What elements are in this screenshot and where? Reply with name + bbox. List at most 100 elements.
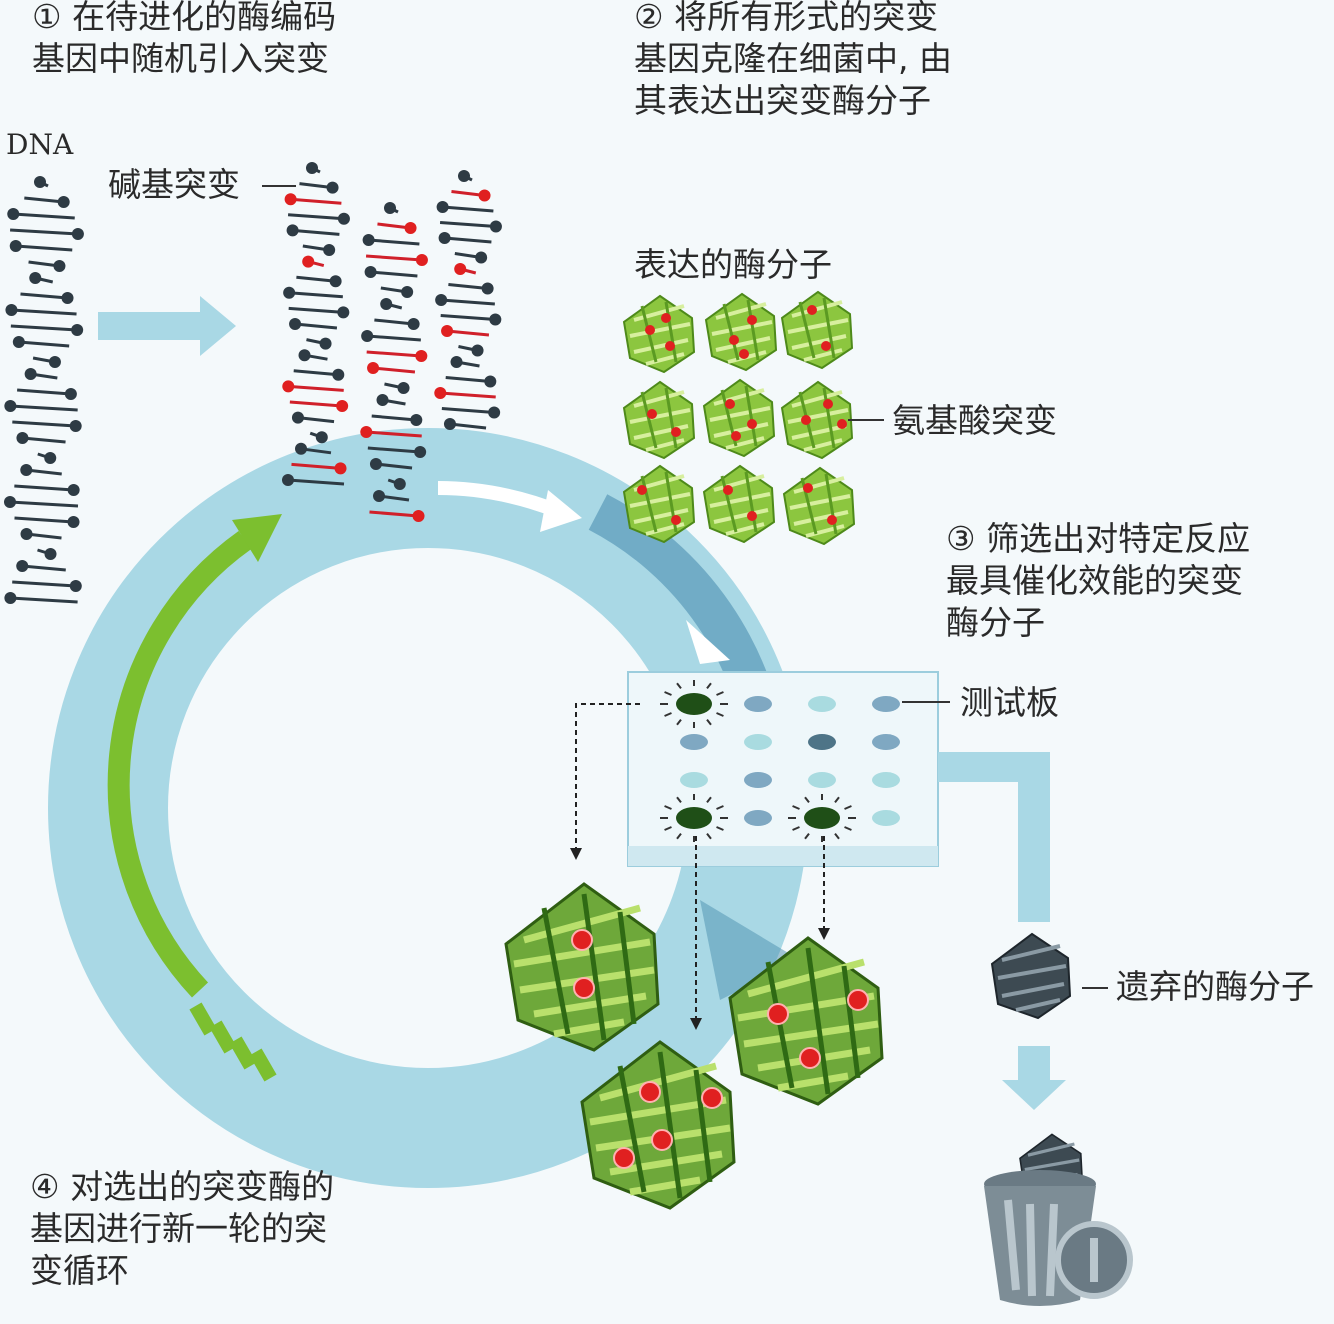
expressed-enzymes-label: 表达的酶分子 (634, 245, 832, 284)
dna-base-pair (375, 462, 413, 470)
discarded-enzyme-label: 遗弃的酶分子 (1116, 967, 1314, 1006)
dna-base-pair (14, 516, 74, 524)
well-glow-ray (664, 826, 672, 831)
plate-well (872, 810, 900, 826)
dna-nucleotide (489, 220, 502, 233)
dna-base-pair (374, 318, 414, 326)
well-glow-ray (664, 712, 672, 717)
dna-base-pair (12, 420, 76, 428)
dna-base-pair (288, 306, 344, 314)
dna-base-pair (366, 430, 422, 438)
dna-base-pair (446, 329, 490, 337)
step3-line: 酶分子 (946, 603, 1045, 642)
dna-base-pair (297, 416, 335, 424)
dna-base-pair (442, 205, 494, 213)
step2-line: ② 将所有形式的突变 (634, 0, 939, 36)
dna-base-pair (10, 324, 78, 332)
dna-nucleotide (362, 234, 375, 246)
dna-base-pair (367, 334, 421, 342)
step2-line: 其表达出突变酶分子 (634, 81, 931, 120)
active-well (676, 693, 712, 715)
dna-nucleotide (435, 294, 448, 306)
dna-base-pair (20, 292, 68, 300)
dna-base-pair (289, 400, 343, 408)
well-glow-ray (706, 832, 712, 840)
dna-nucleotide (48, 356, 61, 368)
dna-nucleotide (414, 446, 427, 458)
test-plate-label: 测试板 (960, 683, 1059, 722)
dna-nucleotide (361, 330, 374, 342)
well-glow-ray (664, 805, 672, 810)
dna-base-pair (441, 407, 495, 414)
dna-nucleotide (9, 240, 22, 252)
dna-base-pair (369, 510, 419, 518)
dna-nucleotide (397, 382, 410, 394)
dna-nucleotide (360, 426, 373, 438)
dna-nucleotide (407, 318, 420, 330)
dna-nucleotide (298, 349, 311, 362)
dna-base-pair (10, 404, 78, 412)
step1-line: 基因中随机引入突变 (32, 39, 329, 78)
dna-nucleotide (412, 510, 425, 522)
well-glow-ray (676, 796, 682, 804)
dna-base-pair (13, 212, 75, 220)
dna-nucleotide (319, 337, 332, 350)
dna-nucleotide (434, 387, 447, 399)
step3-caption: ③ 筛选出对特定反应 最具催化效能的突变 酶分子 (946, 518, 1250, 644)
dna-base-pair (444, 236, 492, 244)
dna-nucleotide (44, 452, 57, 464)
dna-base-pair (448, 283, 488, 290)
dna-nucleotide (475, 251, 488, 264)
discarded-enzyme-icon (990, 932, 1072, 1020)
dna-nucleotide (337, 306, 350, 319)
dna-base-pair (365, 254, 423, 262)
mutated-dna-helix-2 (360, 202, 428, 522)
dna-nucleotide (454, 263, 467, 275)
well-glow-ray (676, 718, 682, 726)
ring-to-plate-arrow-icon (686, 620, 730, 664)
selected-enzymes (506, 884, 882, 1208)
dna-base-pair (441, 298, 495, 306)
dna-nucleotide (471, 344, 484, 357)
dna-nucleotide (458, 170, 470, 182)
step2-caption: ② 将所有形式的突变 基因克隆在细菌中, 由 其表达出突变酶分子 (634, 0, 952, 122)
dna-nucleotide (438, 232, 451, 244)
step1-line: ① 在待进化的酶编码 (32, 0, 337, 36)
dna-nucleotide (443, 418, 456, 430)
dna-nucleotide (286, 224, 299, 237)
dna-nucleotide (489, 313, 502, 326)
active-well (676, 807, 712, 829)
dna-nucleotide (373, 490, 386, 502)
step4-caption: ④ 对选出的突变酶的 基因进行新一轮的突 变循环 (30, 1166, 334, 1292)
dna-nucleotide (4, 400, 17, 412)
dna-base-pair (292, 228, 340, 236)
plate-well (872, 772, 900, 788)
dna-base-pair (293, 369, 339, 377)
dna-nucleotide (24, 368, 37, 380)
well-glow-ray (716, 691, 724, 696)
well-glow-ray (834, 796, 840, 804)
dna-nucleotide (393, 478, 406, 490)
green-arrowhead-icon (232, 514, 282, 562)
dna-nucleotide (326, 181, 339, 194)
plate-well (744, 734, 772, 750)
dna-base-pair (367, 446, 421, 454)
dna-base-pair (12, 580, 76, 588)
dna-base-pair (22, 436, 66, 444)
dna-nucleotide (16, 560, 29, 572)
dna-nucleotide (367, 362, 380, 374)
trash-can-icon (984, 1132, 1133, 1306)
dna-nucleotide (44, 548, 57, 560)
well-glow-ray (792, 826, 800, 831)
dna-nucleotide (20, 528, 33, 540)
step2-line: 基因克隆在细菌中, 由 (634, 39, 952, 78)
dna-nucleotide (384, 202, 396, 214)
dna-nucleotide (284, 193, 297, 206)
expressed-enzymes-grid (622, 290, 856, 546)
dna-nucleotide (69, 420, 82, 432)
dna-nucleotide (12, 336, 25, 348)
dna-nucleotide (410, 414, 423, 426)
well-glow-ray (676, 682, 682, 690)
dna-nucleotide (364, 266, 377, 278)
